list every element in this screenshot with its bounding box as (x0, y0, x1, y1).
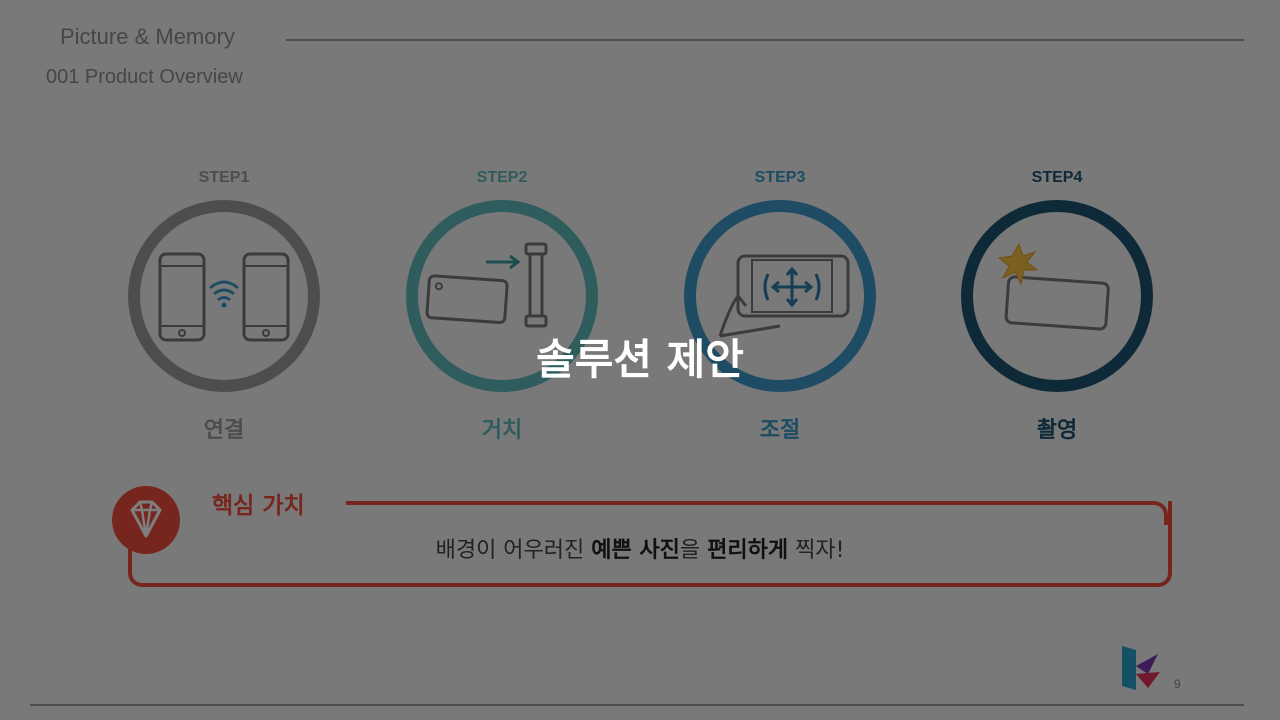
overlay-title: 솔루션 제안 (536, 335, 744, 384)
